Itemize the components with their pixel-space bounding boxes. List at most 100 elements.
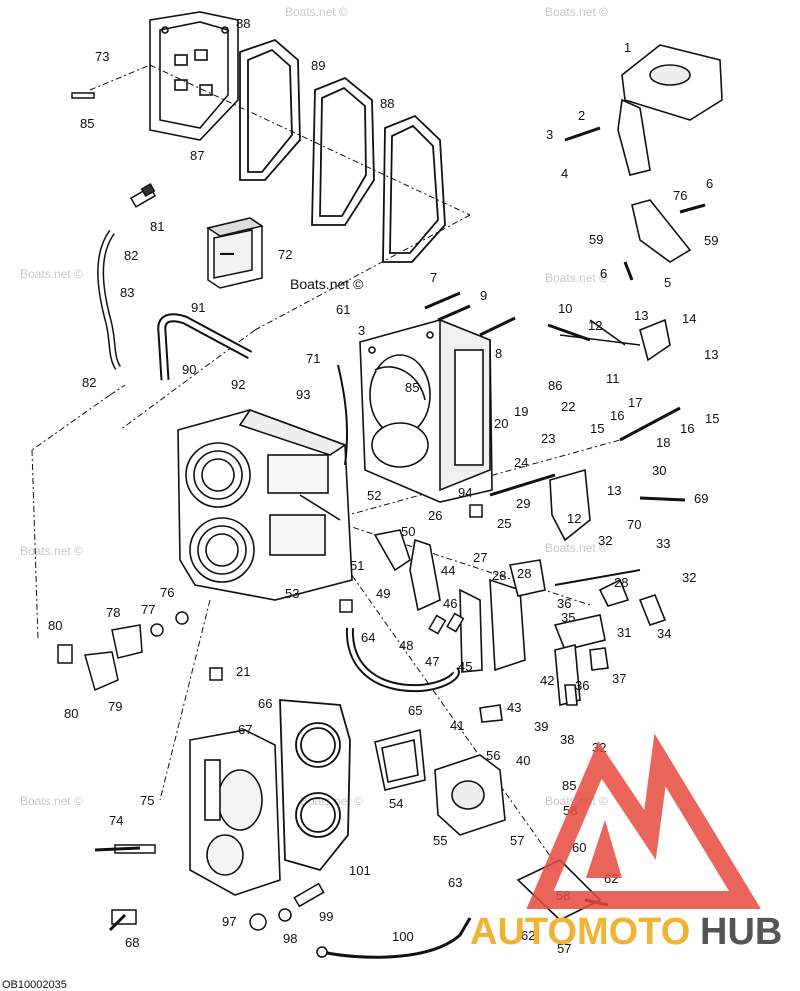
watermark: Boats.net © [20,544,83,558]
callout: 47 [425,654,439,669]
callout: 32 [598,533,612,548]
cable-end [316,946,328,958]
callout: 85 [562,778,576,793]
callout: 70 [627,517,641,532]
callout: 13 [634,308,648,323]
callout: 76 [160,585,174,600]
cable-100 [321,917,472,959]
callout: 54 [389,796,403,811]
callout: 42 [540,673,554,688]
callout: 12 [567,511,581,526]
callout: 43 [507,700,521,715]
callout: 22 [561,399,575,414]
callout: 66 [258,696,272,711]
callout: 28 [517,566,531,581]
logo-text-auto: AUTOMOTO [470,911,690,953]
gasket-88b [382,114,446,263]
callout: 3 [546,127,553,142]
callout: 6 [706,176,713,191]
callout: 16 [610,408,624,423]
housing-55 [434,754,506,836]
callout: 65 [408,703,422,718]
callout: 19 [514,404,528,419]
callout: 76 [673,188,687,203]
parts-kit-72: ▬▬ [206,217,264,289]
callout: 17 [628,395,642,410]
callout: 75 [140,793,154,808]
callout: 53 [285,586,299,601]
cylinder-head-67 [189,729,281,896]
callout: 33 [656,536,670,551]
callout: 99 [319,909,333,924]
callout: 64 [361,630,375,645]
callout: 27 [473,550,487,565]
automotohub-logo: AUTOMOTO HUB [470,733,782,953]
callout: 80 [64,706,78,721]
watermark: Boats.net © [20,267,83,281]
small-parts [57,92,483,931]
bracket-1 [617,44,723,176]
callout: 82 [124,248,138,263]
hose-83 [97,229,122,370]
callout: 3 [358,323,365,338]
callout: 73 [95,49,109,64]
callout: 34 [657,626,671,641]
callout: 15 [705,411,719,426]
watermark-center: Boats.net © [290,276,364,292]
callout: 25 [497,516,511,531]
watermark: Boats.net © [545,271,608,285]
callout: 57 [510,833,524,848]
callout: 8 [495,346,502,361]
callout: 50 [401,524,415,539]
callout: 71 [306,351,320,366]
hose-65 [345,627,460,693]
callout: 59 [589,232,603,247]
callout: 81 [150,219,164,234]
crankcase-53 [177,409,353,601]
callout: 89 [311,58,325,73]
callout: 92 [231,377,245,392]
callout: 56 [486,748,500,763]
callout: 26 [428,508,442,523]
callout: 85 [80,116,94,131]
callout: 79 [108,699,122,714]
callout: 83 [120,285,134,300]
logo-text-hub: HUB [700,911,782,953]
callout: 80 [48,618,62,633]
gasket-88 [239,38,301,181]
callout: 77 [141,602,155,617]
callout: 101 [349,863,371,878]
callout: 32 [682,570,696,585]
callout: 69 [694,491,708,506]
throttle-linkage [373,318,681,723]
callout: 97 [222,914,236,929]
callout-labels: 1 2 3 4 5 6 7 8 9 10 11 12 13 14 15 16 1… [64,16,719,950]
callout: 7 [430,270,437,285]
callout: 21 [236,664,250,679]
gasket-89 [311,76,375,226]
callout: 46 [443,596,457,611]
callout: 36 [557,596,571,611]
callout: 63 [448,875,462,890]
callout: 24 [514,455,528,470]
callout: 38 [560,732,574,747]
callout: 98 [283,931,297,946]
callout: 88 [380,96,394,111]
callout: 15 [590,421,604,436]
callout: 59 [704,233,718,248]
callout: 12 [588,318,602,333]
watermark: Boats.net © [285,5,348,19]
callout: 36 [575,678,589,693]
callout: 30 [652,463,666,478]
callout: 91 [191,300,205,315]
callout: 11 [606,371,620,386]
callout: 100 [392,929,414,944]
callout: 35 [561,610,575,625]
callout: 31 [617,625,631,640]
callout: 68 [125,935,139,950]
watermark: Boats.net © [20,794,83,808]
callout: 23 [541,431,555,446]
callout: 55 [433,833,447,848]
callout: 72 [278,247,292,262]
watermark: Boats.net © [545,5,608,19]
